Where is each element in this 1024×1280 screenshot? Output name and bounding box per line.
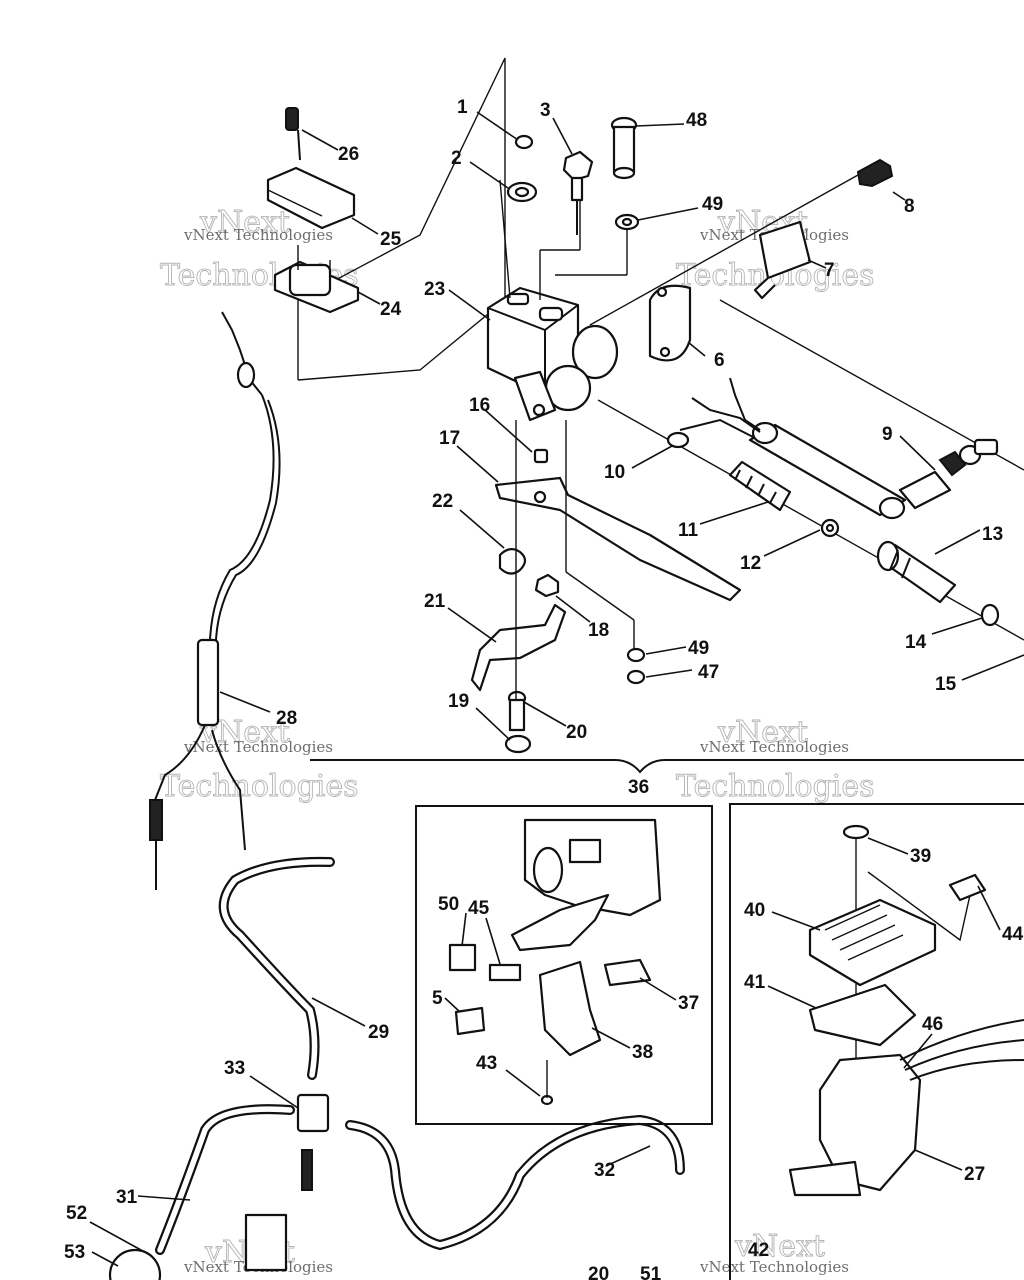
callout-7: 7 bbox=[824, 260, 835, 281]
callout-17: 17 bbox=[439, 428, 460, 449]
callout-12: 12 bbox=[740, 553, 761, 574]
callout-39: 39 bbox=[910, 846, 931, 867]
callout-18: 18 bbox=[588, 620, 609, 641]
brake-lever-assembly bbox=[470, 420, 742, 754]
callout-38: 38 bbox=[632, 1042, 653, 1063]
callout-3: 3 bbox=[540, 100, 551, 121]
callout-50: 50 bbox=[438, 894, 459, 915]
pivot-pin bbox=[610, 116, 640, 231]
callout-2: 2 bbox=[451, 148, 462, 169]
callout-26: 26 bbox=[338, 144, 359, 165]
callout-21: 21 bbox=[424, 591, 446, 612]
leader-lines bbox=[89, 111, 1024, 1267]
throttle-switch-assembly bbox=[666, 377, 999, 520]
callout-37: 37 bbox=[678, 993, 699, 1014]
svg-text:vNext: vNext bbox=[717, 715, 808, 750]
master-cylinder-body bbox=[486, 179, 628, 422]
callout-19: 19 bbox=[448, 691, 469, 712]
callout-20-bottom: 20 bbox=[588, 1264, 609, 1280]
callout-27: 27 bbox=[964, 1164, 985, 1185]
callout-10: 10 bbox=[604, 462, 625, 483]
cable-28 bbox=[149, 311, 281, 890]
callout-40: 40 bbox=[744, 900, 765, 921]
callout-47: 47 bbox=[698, 662, 719, 683]
callout-29: 29 bbox=[368, 1022, 389, 1043]
callout-8: 8 bbox=[904, 196, 915, 217]
callout-45: 45 bbox=[468, 898, 490, 919]
callout-1: 1 bbox=[457, 97, 468, 118]
callout-6: 6 bbox=[714, 350, 725, 371]
watermark-top-left: vNext vNext Technologies Technologies bbox=[160, 205, 359, 294]
watermark-mid-right: vNext vNext Technologies Technologies bbox=[676, 715, 875, 805]
callout-36: 36 bbox=[628, 777, 649, 798]
callout-51: 51 bbox=[640, 1264, 662, 1280]
svg-text:vNext Technologies: vNext Technologies bbox=[699, 1258, 849, 1276]
callout-23: 23 bbox=[424, 279, 445, 300]
callout-49-bottom: 49 bbox=[688, 638, 709, 659]
top-hardware bbox=[506, 134, 594, 235]
callout-labels: 1 2 3 5 6 7 8 9 10 11 12 13 14 15 16 17 … bbox=[64, 97, 1024, 1280]
callout-52: 52 bbox=[66, 1203, 87, 1224]
brake-hoses bbox=[108, 856, 685, 1280]
callout-25: 25 bbox=[380, 229, 402, 250]
callout-13: 13 bbox=[982, 524, 1003, 545]
group-bracket-36 bbox=[310, 759, 1024, 774]
watermark-bottom-right: vNext vNext Technologies bbox=[699, 1229, 849, 1276]
handlebar-lines bbox=[589, 174, 1024, 641]
callout-15: 15 bbox=[935, 674, 957, 695]
callout-49-top: 49 bbox=[702, 194, 723, 215]
callout-53: 53 bbox=[64, 1242, 85, 1263]
handlebar-clamp bbox=[648, 284, 692, 362]
svg-text:vNext Technologies: vNext Technologies bbox=[699, 738, 849, 756]
callout-44: 44 bbox=[1002, 924, 1024, 945]
callout-43: 43 bbox=[476, 1053, 497, 1074]
callout-46: 46 bbox=[922, 1014, 943, 1035]
svg-text:vNext Technologies: vNext Technologies bbox=[183, 738, 333, 756]
callout-33: 33 bbox=[224, 1058, 245, 1079]
callout-9: 9 bbox=[882, 424, 893, 445]
switch-inset-box bbox=[415, 805, 713, 1125]
callout-31: 31 bbox=[116, 1187, 138, 1208]
callout-24: 24 bbox=[380, 299, 402, 320]
callout-32: 32 bbox=[594, 1160, 615, 1181]
callout-41: 41 bbox=[744, 972, 766, 993]
callout-48: 48 bbox=[686, 110, 707, 131]
reservoir-assembly-group bbox=[266, 57, 506, 381]
svg-text:Technologies: Technologies bbox=[676, 769, 875, 804]
callout-20: 20 bbox=[566, 722, 587, 743]
callout-42: 42 bbox=[748, 1240, 769, 1261]
watermark-mid-left: vNext vNext Technologies Technologies bbox=[160, 715, 359, 805]
bracket-7 bbox=[753, 158, 894, 300]
callout-5: 5 bbox=[432, 988, 443, 1009]
callout-22: 22 bbox=[432, 491, 453, 512]
svg-text:vNext: vNext bbox=[199, 205, 290, 240]
svg-text:Technologies: Technologies bbox=[160, 769, 359, 804]
svg-text:vNext: vNext bbox=[734, 1229, 825, 1264]
right-master-cylinder-box bbox=[729, 803, 1024, 1280]
callout-28: 28 bbox=[276, 708, 297, 729]
callout-16: 16 bbox=[469, 395, 490, 416]
grip-parts bbox=[728, 460, 1000, 627]
callout-11: 11 bbox=[678, 520, 699, 541]
callout-14: 14 bbox=[905, 632, 927, 653]
svg-text:vNext Technologies: vNext Technologies bbox=[183, 226, 333, 244]
